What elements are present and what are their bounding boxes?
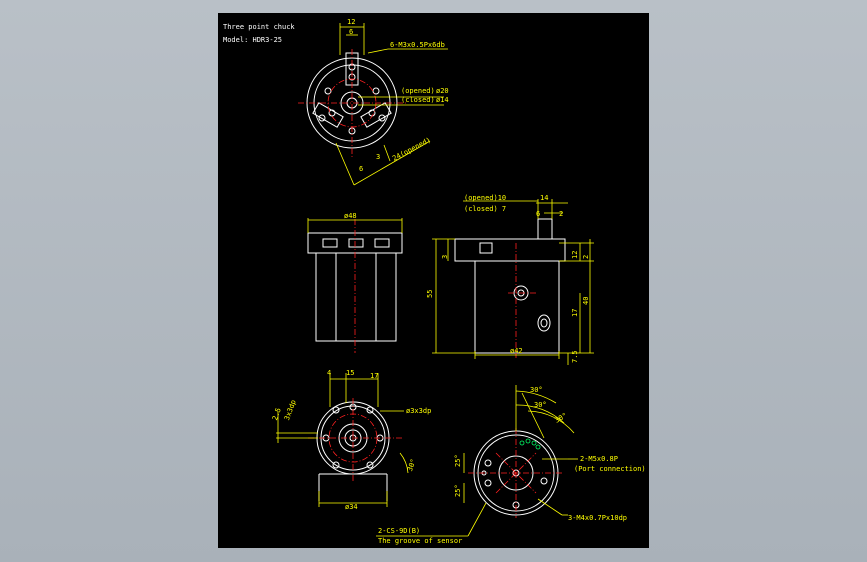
side-dim-2: 2: [559, 210, 563, 218]
br-port-note: 2-M5x0.8P: [580, 455, 618, 463]
top-thread-note: 6-M3x0.5Px6db: [390, 41, 445, 49]
top-opened-dia: ø20: [436, 87, 449, 95]
top-view: [298, 23, 448, 186]
title-line1: Three point chuck: [223, 23, 295, 31]
bl-dim-25: 2.5: [271, 407, 283, 422]
top-opened-label: (opened): [401, 87, 435, 95]
drawing-sheet: Three point chuck Model: HDR3-25: [218, 13, 649, 548]
side-dim-40: 40: [582, 297, 590, 305]
br-angle-25a: 25°: [454, 454, 462, 467]
bl-hole-note: ø3x3dp: [406, 407, 431, 415]
br-angle-30c: 30°: [554, 411, 569, 424]
bl-dim-34: ø34: [345, 503, 358, 511]
top-closed-dia: ø14: [436, 96, 449, 104]
side-dim-6: 6: [536, 210, 540, 218]
bottom-right-view: [463, 385, 578, 518]
top-dim-3: 3: [376, 153, 380, 161]
bl-dim-17: 17: [370, 372, 378, 380]
br-port-desc: (Port connection): [574, 465, 646, 473]
br-angle-30b: 30°: [534, 401, 547, 409]
top-closed-label: (closed): [401, 96, 435, 104]
br-m4-note: 3-M4x0.7Px10dp: [568, 514, 627, 522]
side-dim-17: 17: [571, 309, 579, 317]
br-angle-25b: 25°: [454, 484, 462, 497]
bl-dim-4: 4: [327, 369, 331, 377]
side-dim-55: 55: [426, 290, 434, 298]
side-dim-75: 7.5: [571, 350, 579, 363]
side-opened-10: (opened)10: [464, 194, 506, 202]
bl-dim-15: 15: [346, 369, 354, 377]
bl-angle-30: 30°: [406, 458, 418, 473]
top-dim-6b: 6: [359, 165, 363, 173]
side-dim-14: 14: [540, 194, 548, 202]
groove-desc: The groove of sensor: [378, 537, 462, 545]
side-view: [432, 199, 594, 365]
front-view: [307, 218, 403, 353]
top-dim-6: 6: [349, 28, 353, 36]
cad-drawing: Three point chuck Model: HDR3-25: [223, 18, 646, 545]
side-dim-2b: 2: [582, 255, 590, 259]
title-line2: Model: HDR3-25: [223, 36, 282, 44]
side-dim-12: 12: [571, 251, 579, 259]
top-dim-12: 12: [347, 18, 355, 26]
side-dim-42: ø42: [510, 347, 523, 355]
side-dim-3: 3: [441, 255, 449, 259]
groove-note: 2-CS-9D(B): [378, 527, 420, 535]
br-angle-30a: 30°: [530, 386, 543, 394]
bl-dim-34dp: 3x3dp: [283, 399, 298, 422]
top-dim-24: 24(opened): [391, 136, 432, 163]
groove-leader-diag: [467, 502, 487, 537]
bottom-left-view: [276, 373, 409, 507]
front-dim-48: ø48: [344, 212, 357, 220]
side-closed-7: (closed) 7: [464, 205, 506, 213]
